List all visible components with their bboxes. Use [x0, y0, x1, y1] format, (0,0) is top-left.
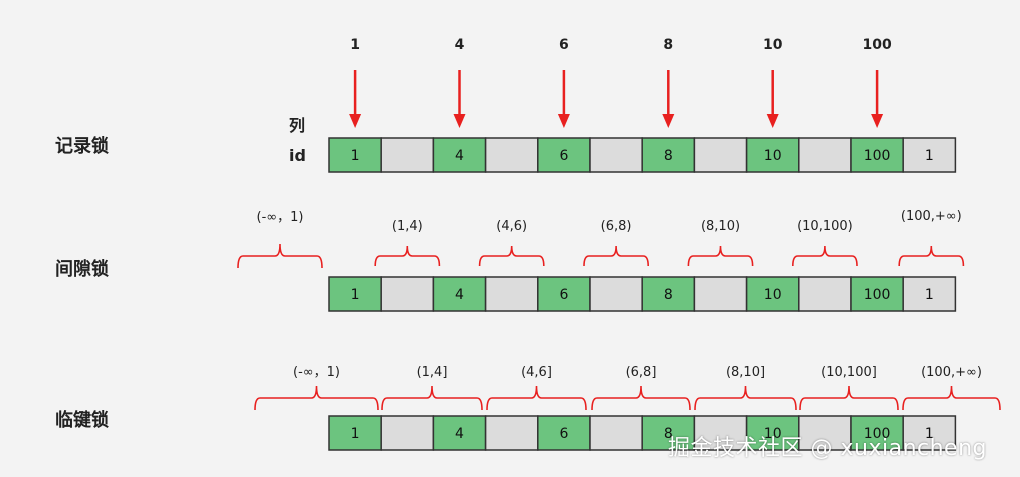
next-key-range-brace — [381, 385, 483, 411]
next-key-row-cell-text: 1 — [351, 426, 360, 442]
next-key-row-cell-text: 4 — [455, 426, 464, 442]
next-key-row-cell-text: 10 — [764, 426, 782, 442]
gap-range-brace — [792, 245, 858, 267]
next-key-range-brace — [694, 385, 797, 411]
gap-row-cell-text: 100 — [864, 287, 891, 303]
next-key-row-cell — [484, 415, 539, 451]
next-key-row-cell — [641, 415, 696, 451]
next-key-range-brace — [591, 385, 691, 411]
record-lock-label: 记录锁 — [55, 136, 109, 157]
gap-row-cell — [589, 276, 643, 312]
record-row-cell-text: 8 — [664, 148, 673, 164]
record-row-cell — [589, 137, 643, 173]
next-key-row-cell — [537, 415, 591, 451]
next-key-range-label: (100,+∞) — [921, 365, 982, 380]
next-key-range-label: (6,8] — [626, 365, 657, 380]
gap-row-cell — [902, 276, 957, 312]
record-row-cell — [693, 137, 748, 173]
gap-range-label: (100,+∞) — [901, 209, 962, 224]
gap-range-label: (-∞，1) — [257, 210, 304, 225]
gap-row-cell — [798, 276, 852, 312]
pointer-label: 6 — [559, 37, 569, 53]
gap-range-label: (1,4) — [392, 219, 423, 234]
gap-row-cell-text: 10 — [764, 287, 782, 303]
arrow-head — [453, 114, 466, 128]
next-key-row-cell-text: 1 — [925, 426, 934, 442]
record-row-cell — [798, 137, 852, 173]
gap-range-label: (4,6) — [496, 219, 527, 234]
gap-range-brace — [374, 245, 441, 267]
next-key-range-brace — [799, 385, 899, 411]
next-key-lock-label: 临键锁 — [55, 410, 109, 431]
next-key-range-label: (-∞，1) — [293, 365, 340, 380]
watermark: 掘金技术社区 @ xuxiancheng — [668, 436, 987, 461]
record-row-cell — [432, 137, 487, 173]
gap-row-cell — [850, 276, 904, 312]
record-row-cell — [902, 137, 957, 173]
gap-range-brace — [898, 245, 965, 267]
record-row-cell-text: 6 — [559, 148, 568, 164]
next-key-row-cell-text: 8 — [664, 426, 673, 442]
record-row-cell — [537, 137, 591, 173]
gap-lock-label: 间隙锁 — [55, 259, 109, 280]
gap-row-cell — [380, 276, 435, 312]
gap-range-label: (8,10) — [701, 219, 740, 234]
gap-range-brace — [687, 245, 754, 267]
gap-range-label: (10,100) — [797, 219, 853, 234]
record-row-cell-text: 4 — [455, 148, 464, 164]
record-row-cell — [850, 137, 904, 173]
gap-row-cell — [537, 276, 591, 312]
next-key-range-brace — [486, 385, 587, 411]
gap-range-label: (6,8) — [601, 219, 632, 234]
next-key-range-label: (4,6] — [521, 365, 552, 380]
next-key-range-label: (10,100] — [821, 365, 877, 380]
arrow-head — [766, 114, 779, 128]
next-key-range-brace — [254, 385, 379, 411]
gap-range-brace — [583, 245, 649, 267]
next-key-range-brace — [902, 385, 1001, 411]
gap-row-cell-text: 6 — [559, 287, 568, 303]
next-key-row-cell — [902, 415, 957, 451]
next-key-range-label: (1,4] — [417, 365, 448, 380]
arrow-head — [662, 114, 675, 128]
next-key-row-cell — [432, 415, 487, 451]
gap-row-cell-text: 8 — [664, 287, 673, 303]
arrow-head — [871, 114, 884, 128]
gap-row-cell — [693, 276, 748, 312]
next-key-row-cell-text: 100 — [864, 426, 891, 442]
pointer-label: 10 — [763, 37, 783, 53]
next-key-range-label: (8,10] — [726, 365, 765, 380]
record-row-cell-text: 10 — [764, 148, 782, 164]
pointer-label: 4 — [455, 37, 465, 53]
next-key-row-cell — [380, 415, 435, 451]
gap-row-cell-text: 4 — [455, 287, 464, 303]
gap-row-cell-text: 1 — [925, 287, 934, 303]
record-row-cell — [380, 137, 435, 173]
pointer-label: 100 — [862, 37, 891, 53]
gap-row-cell — [328, 276, 382, 312]
gap-row-cell — [432, 276, 487, 312]
column-header-label: 列 — [289, 116, 306, 135]
record-row-cell-text: 1 — [351, 148, 360, 164]
record-row-cell — [484, 137, 539, 173]
gap-range-brace — [237, 243, 323, 269]
next-key-row-cell — [328, 415, 382, 451]
column-id-label: id — [289, 146, 306, 165]
record-row-cell — [745, 137, 800, 173]
gap-range-brace — [478, 245, 545, 267]
record-row-cell-text: 1 — [925, 148, 934, 164]
arrow-head — [557, 114, 570, 128]
record-row-cell-text: 100 — [864, 148, 891, 164]
record-row-cell — [641, 137, 696, 173]
pointer-label: 1 — [350, 37, 360, 53]
pointer-label: 8 — [663, 37, 673, 53]
record-row-cell — [328, 137, 382, 173]
arrow-head — [349, 114, 362, 128]
next-key-row-cell — [589, 415, 643, 451]
gap-row-cell — [484, 276, 539, 312]
next-key-row-cell-text: 6 — [559, 426, 568, 442]
gap-row-cell-text: 1 — [351, 287, 360, 303]
